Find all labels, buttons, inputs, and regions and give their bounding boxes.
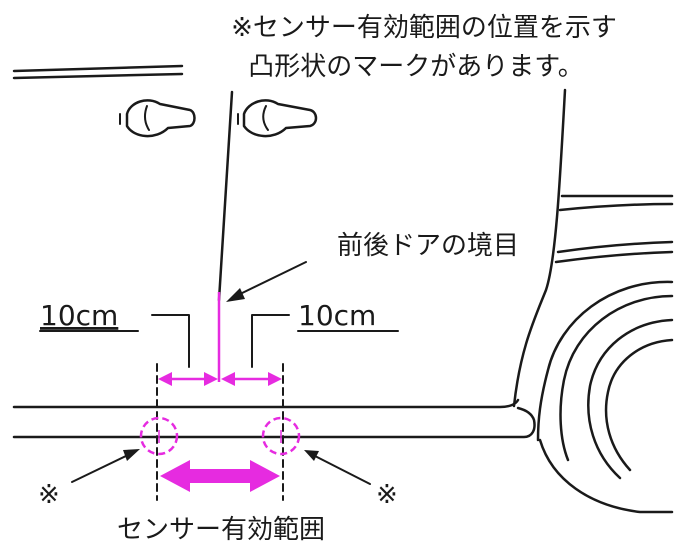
rocker-panel: [12, 398, 536, 439]
right-10cm-arrow: [221, 372, 282, 386]
door-boundary-label: 前後ドアの境目: [337, 231, 519, 261]
note-line-1: ※センサー有効範囲の位置を示す: [231, 13, 617, 43]
left-sensor-pointer: [71, 449, 140, 483]
rear-body-line: [512, 88, 567, 408]
door-seam-line: [217, 90, 234, 302]
sensor-range-label: センサー有効範囲: [117, 515, 325, 545]
left-mark-label: ※: [38, 480, 60, 510]
right-distance-label: 10cm: [298, 299, 376, 332]
left-distance-label: 10cm: [40, 299, 118, 332]
left-sensor-circle: [139, 416, 179, 456]
front-door-handle: [119, 99, 196, 138]
window-trim: [12, 64, 184, 80]
rear-quarter-lines: [554, 194, 674, 264]
rear-door-handle: [237, 99, 318, 138]
right-mark-label: ※: [376, 480, 398, 510]
left-10cm-arrow: [158, 372, 218, 386]
sensor-range-arrow: [160, 460, 280, 492]
rear-wheel: [536, 280, 674, 514]
note-line-2: 凸形状のマークがあります。: [248, 52, 583, 82]
door-boundary-pointer: [226, 261, 307, 302]
dimension-guides: [151, 314, 290, 501]
right-sensor-circle: [261, 416, 301, 456]
right-sensor-pointer: [304, 450, 371, 485]
